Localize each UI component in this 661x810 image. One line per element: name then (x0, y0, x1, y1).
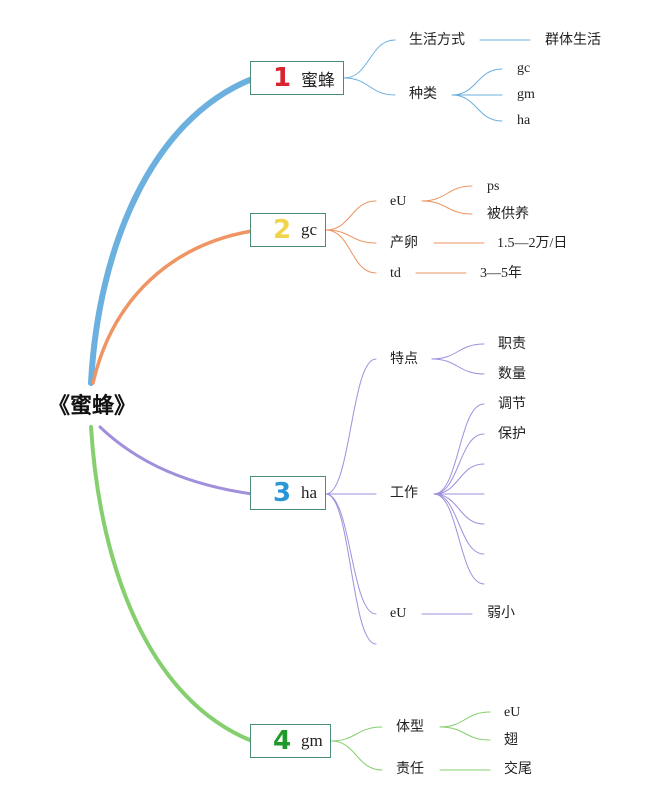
connector-3-features (325, 358, 377, 495)
connector-1-types (343, 77, 396, 96)
connector-4-body (330, 726, 383, 742)
topic-group-living: 群体生活 (545, 33, 601, 48)
main-connector-2 (91, 229, 254, 385)
branch-label-2: gc (301, 220, 318, 239)
topic-supported: 被供养 (487, 207, 529, 222)
connector-1-gc (451, 68, 503, 96)
connector-3-work-1 (433, 433, 485, 495)
topic-type-gc: gc (517, 61, 531, 76)
topic-quantity: 数量 (498, 367, 526, 382)
topic-type-gm: gm (517, 87, 535, 102)
connector-3-duty (431, 343, 485, 360)
connector-4-duty (330, 740, 383, 771)
topic-lifespan: 3—5年 (480, 266, 522, 281)
connector-2-eu (325, 200, 377, 231)
connector-4-wing (439, 726, 491, 741)
branch-number-1: 1 (272, 63, 292, 93)
topic-eu-4: eU (504, 705, 521, 720)
topic-regulate: 调节 (498, 397, 526, 412)
connector-3-empty (325, 493, 377, 645)
topic-mating: 交尾 (504, 762, 532, 777)
connector-3-work-2 (433, 463, 485, 495)
connector-1-ha (451, 94, 503, 122)
topic-egg-laying: 产卵 (390, 236, 418, 251)
topic-duty: 职责 (498, 337, 526, 352)
topic-body-type: 体型 (396, 720, 424, 735)
topic-work: 工作 (390, 486, 418, 501)
branch-label-1: 蜜蜂 (301, 70, 335, 90)
topic-protect: 保护 (498, 427, 526, 442)
root-topic: 《蜜蜂》 (48, 394, 137, 419)
connector-2-ps (421, 185, 473, 202)
topic-weak: 弱小 (487, 606, 515, 621)
connector-3-work-0 (433, 403, 485, 495)
branch-number-2: 2 (272, 215, 292, 245)
main-connector-1 (88, 76, 255, 386)
main-connector-3 (98, 425, 254, 496)
connector-3-eu (325, 493, 377, 615)
connector-3-work-6 (433, 493, 485, 585)
branch-node-2: 2 gc (250, 213, 326, 247)
topic-type-ha: ha (517, 113, 531, 128)
connector-1-lifestyle (343, 39, 396, 79)
branch-node-1: 1 蜜蜂 (250, 61, 344, 95)
branch-label-4: gm (301, 731, 323, 750)
topic-features: 特点 (390, 352, 418, 367)
connector-3-work-5 (433, 493, 485, 555)
topic-eu-2: eU (390, 194, 407, 209)
topic-wing: 翅 (504, 733, 518, 748)
main-connector-4 (89, 425, 254, 743)
connector-4-eu (439, 711, 491, 728)
branch-number-3: 3 (272, 478, 292, 508)
topic-duty-4: 责任 (396, 762, 424, 777)
branch-number-4: 4 (272, 726, 292, 756)
branch-label-3: ha (301, 483, 318, 502)
topic-lifestyle: 生活方式 (409, 33, 465, 48)
topic-td: td (390, 266, 401, 281)
topic-types: 种类 (409, 87, 437, 102)
connector-3-work-4 (433, 493, 485, 525)
topic-ps: ps (487, 179, 500, 194)
connector-2-td (325, 229, 377, 274)
topic-eu-3: eU (390, 606, 407, 621)
topic-egg-rate: 1.5—2万/日 (497, 236, 568, 251)
branch-node-4: 4 gm (250, 724, 331, 758)
connector-2-supported (421, 200, 473, 215)
branch-node-3: 3 ha (250, 476, 326, 510)
connector-3-quantity (431, 358, 485, 375)
